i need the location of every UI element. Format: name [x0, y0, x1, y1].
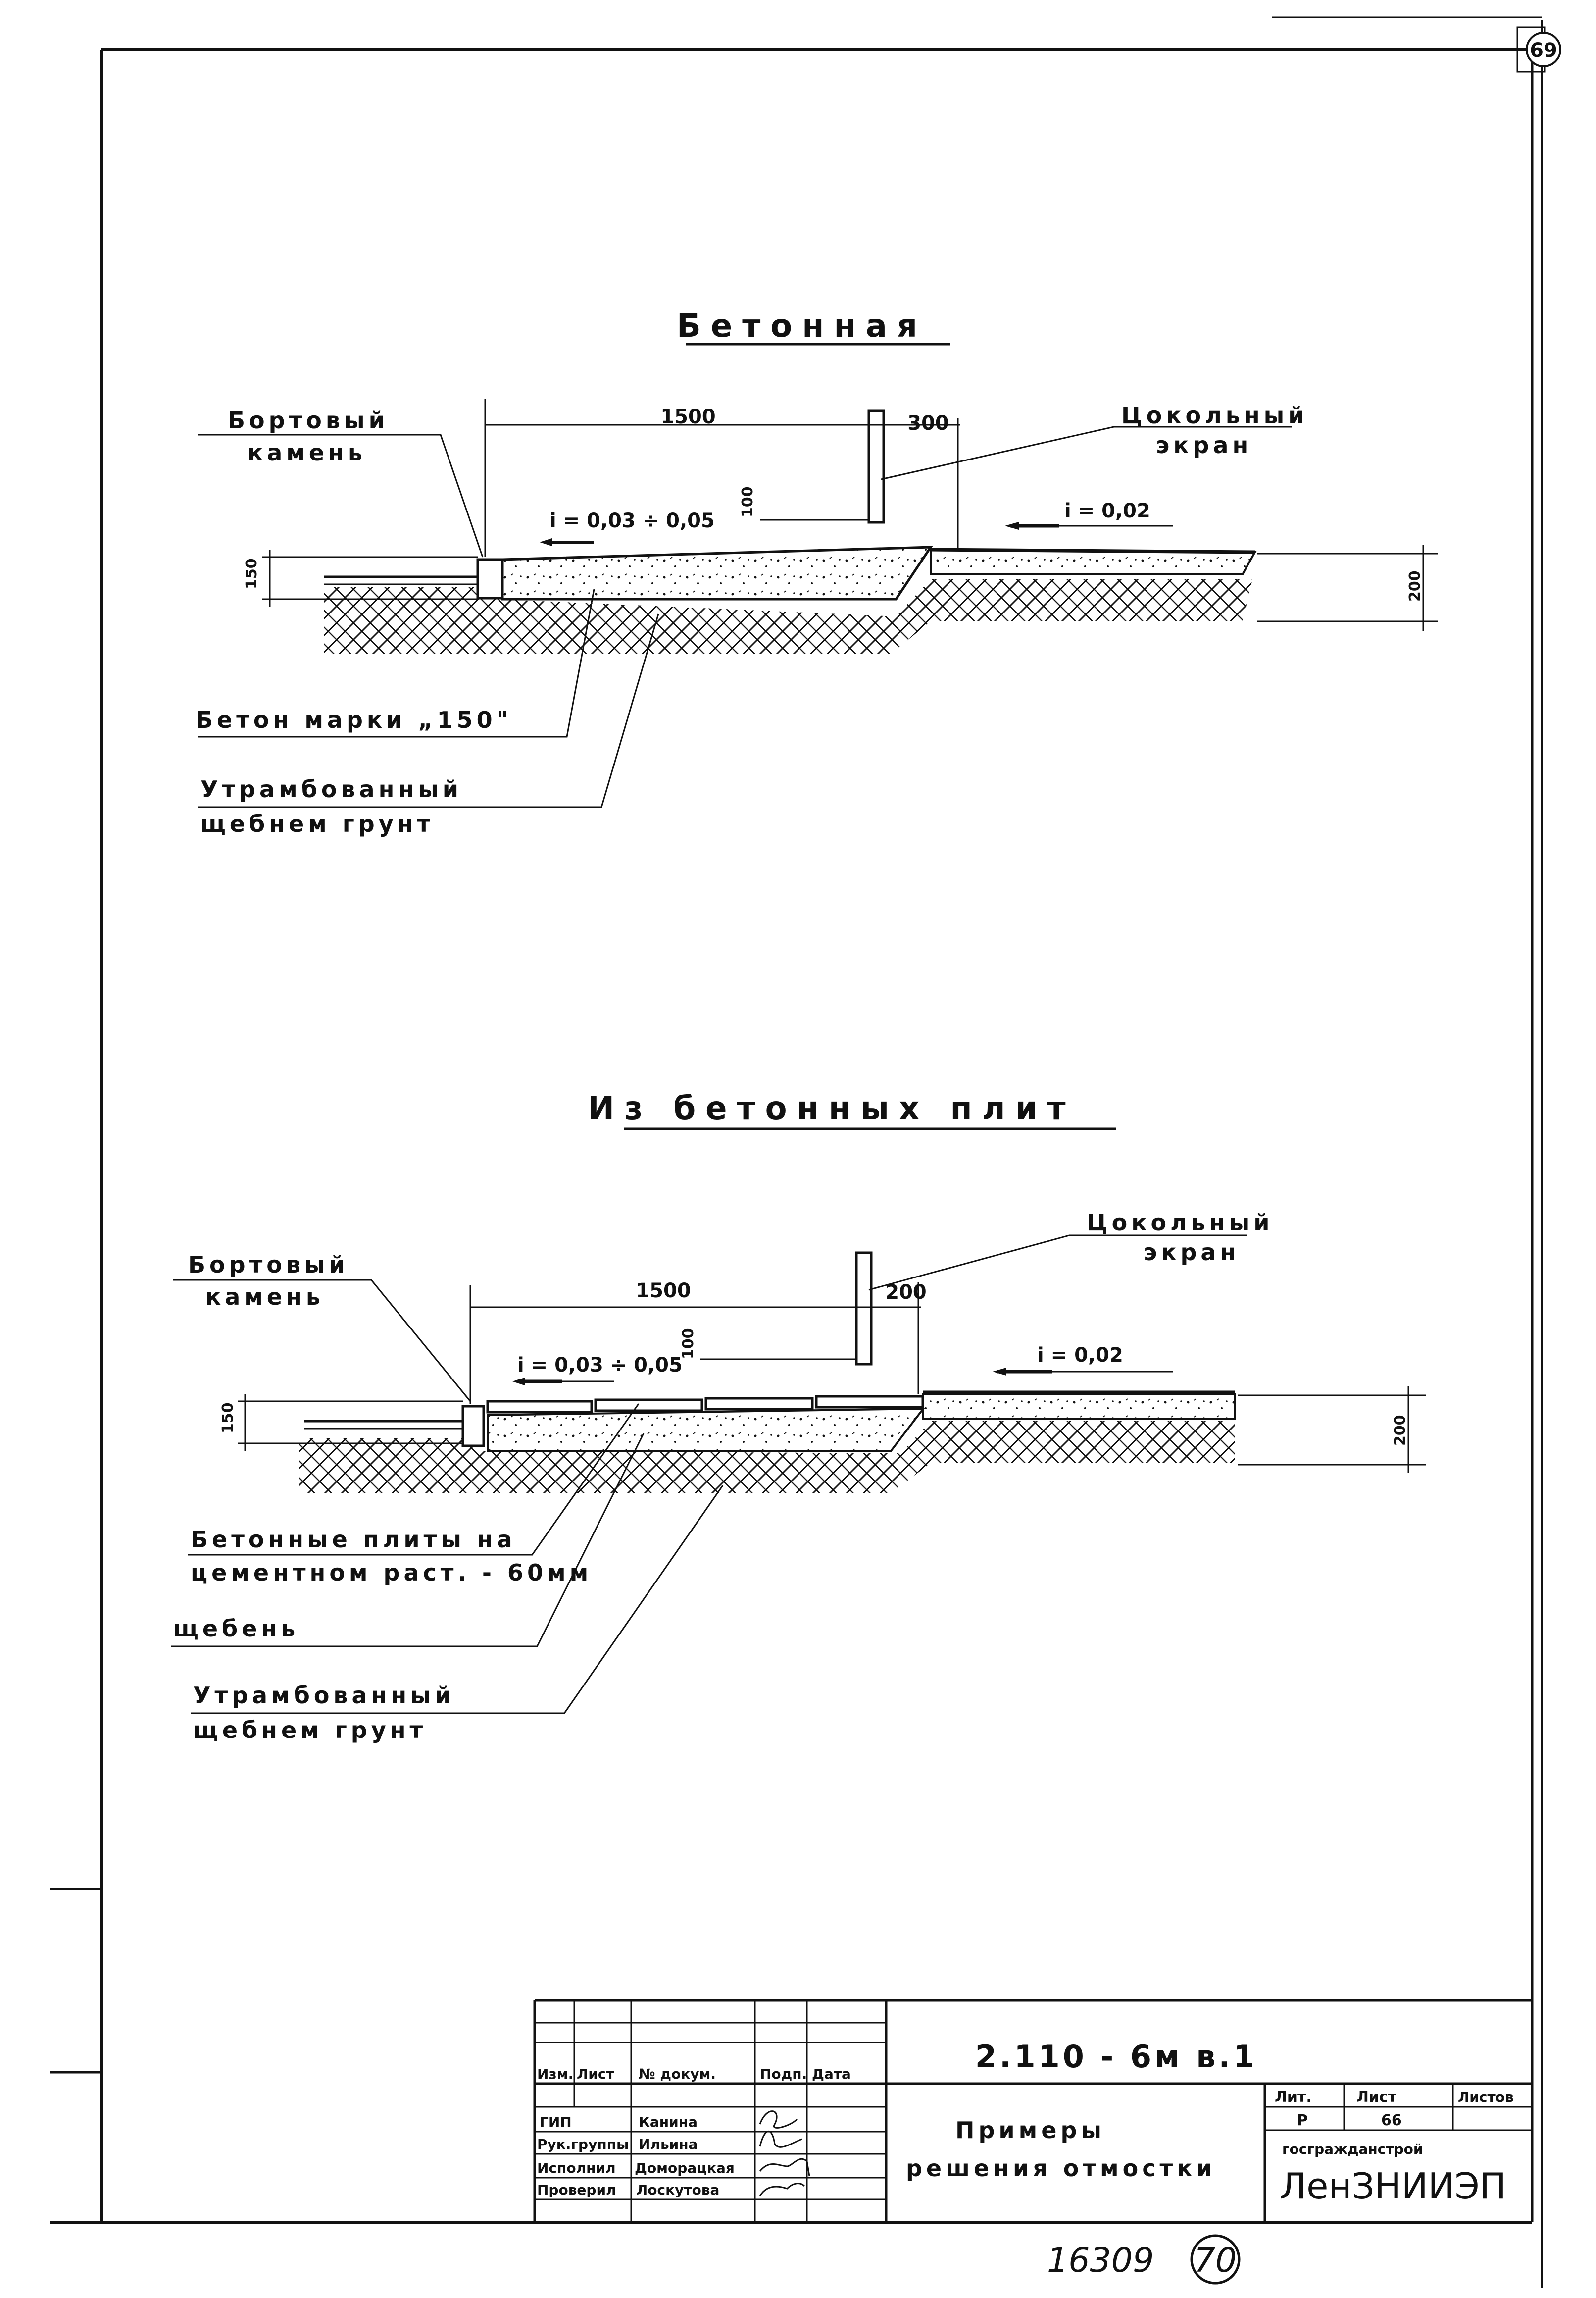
svg-text:Цокольный: Цокольный: [1087, 1209, 1274, 1236]
page-number: 70: [1194, 2241, 1237, 2280]
svg-text:Рук.группы: Рук.группы: [537, 2136, 629, 2152]
svg-text:камень: камень: [248, 439, 366, 466]
svg-text:Доморацкая: Доморацкая: [635, 2160, 735, 2176]
svg-text:ГИП: ГИП: [540, 2114, 572, 2130]
svg-text:200: 200: [1406, 570, 1424, 602]
svg-text:камень: камень: [205, 1283, 324, 1310]
svg-text:№ докум.: № докум.: [639, 2066, 716, 2082]
svg-text:150: 150: [243, 558, 260, 589]
section-concrete: Бетонная 1500 300 i = 0,03 ÷ 0,05 i = 0,…: [196, 308, 1438, 837]
plinth-screen: [855, 1251, 873, 1366]
svg-text:щебнем грунт: щебнем грунт: [193, 1717, 427, 1743]
svg-text:Лоскутова: Лоскутова: [636, 2182, 719, 2198]
svg-text:Утрамбованный: Утрамбованный: [200, 776, 462, 803]
section-slabs: Из бетонных плит 1500 200 i = 0,03 ÷ 0,0…: [171, 1090, 1426, 1743]
svg-text:Изм.: Изм.: [537, 2066, 573, 2082]
svg-text:щебнем грунт: щебнем грунт: [200, 811, 434, 837]
org-name: ЛенЗНИИЭП: [1280, 2165, 1506, 2207]
corner-sheet-number: 69: [1516, 26, 1561, 73]
gravel-layer: [487, 1407, 926, 1452]
svg-text:Бортовый: Бортовый: [228, 407, 389, 434]
plinth-screen: [867, 409, 885, 524]
svg-text:1500: 1500: [636, 1279, 691, 1302]
section-title: Из бетонных плит: [588, 1090, 1075, 1127]
svg-text:Бетон марки „150": Бетон марки „150": [196, 707, 512, 733]
concrete-body: [501, 546, 933, 601]
svg-text:i = 0,03 ÷ 0,05: i = 0,03 ÷ 0,05: [517, 1354, 683, 1377]
svg-text:Ильина: Ильина: [639, 2136, 698, 2152]
svg-text:Лист: Лист: [577, 2066, 614, 2082]
svg-text:69: 69: [1530, 39, 1557, 62]
svg-text:200: 200: [885, 1281, 927, 1304]
drawing-title-1: Примеры: [955, 2117, 1105, 2144]
svg-text:цементном раст. - 60мм: цементном раст. - 60мм: [191, 1559, 592, 1586]
svg-text:экран: экран: [1144, 1239, 1240, 1266]
svg-text:Проверил: Проверил: [537, 2182, 616, 2198]
curb-stone: [461, 1405, 485, 1447]
handwritten-signatures: [759, 2110, 810, 2196]
svg-text:госгражданстрой: госгражданстрой: [1282, 2141, 1423, 2157]
concrete-slabs: [486, 1395, 924, 1414]
col-headers: Изм. Лист № докум. Подп. Дата: [537, 2066, 851, 2082]
doc-code: 2.110 - 6м в.1: [975, 2039, 1257, 2075]
svg-text:i = 0,03 ÷ 0,05: i = 0,03 ÷ 0,05: [549, 510, 715, 532]
svg-text:i = 0,02: i = 0,02: [1064, 500, 1150, 522]
svg-text:Дата: Дата: [812, 2066, 851, 2082]
drawing-title-2: решения отмостки: [906, 2155, 1216, 2182]
section-title: Бетонная: [677, 308, 927, 345]
svg-text:300: 300: [907, 412, 949, 435]
svg-text:Подп.: Подп.: [760, 2066, 807, 2082]
archive-number: 16309: [1047, 2241, 1154, 2280]
svg-text:200: 200: [1392, 1415, 1409, 1446]
signatory-rows: ГИП Канина Рук.группы Ильина Исполнил До…: [537, 2114, 735, 2198]
svg-text:Утрамбованный: Утрамбованный: [193, 1682, 455, 1709]
svg-text:100: 100: [680, 1328, 697, 1359]
curb-stone: [476, 558, 504, 600]
sheet-frame: [50, 16, 1543, 2288]
svg-text:Канина: Канина: [639, 2114, 698, 2130]
svg-text:Лит.: Лит.: [1275, 2089, 1312, 2106]
title-block: [533, 1999, 1532, 2222]
svg-text:i = 0,02: i = 0,02: [1037, 1344, 1123, 1367]
svg-text:Бортовый: Бортовый: [188, 1251, 349, 1278]
svg-text:экран: экран: [1156, 432, 1252, 459]
svg-text:1500: 1500: [660, 406, 715, 428]
svg-text:Бетонные плиты на: Бетонные плиты на: [191, 1526, 516, 1553]
svg-text:Листов: Листов: [1458, 2089, 1514, 2105]
svg-text:Р: Р: [1297, 2112, 1308, 2129]
svg-text:щебень: щебень: [173, 1615, 299, 1642]
ground-hatching: [299, 1421, 1235, 1493]
svg-text:150: 150: [219, 1402, 237, 1433]
svg-text:Исполнил: Исполнил: [537, 2160, 616, 2176]
page-number-circle: [1190, 2234, 1241, 2285]
svg-text:Лист: Лист: [1356, 2089, 1397, 2106]
svg-text:Цокольный: Цокольный: [1121, 402, 1308, 429]
ground-hatching: [324, 579, 1252, 654]
svg-text:100: 100: [739, 486, 756, 517]
svg-text:66: 66: [1381, 2112, 1402, 2129]
